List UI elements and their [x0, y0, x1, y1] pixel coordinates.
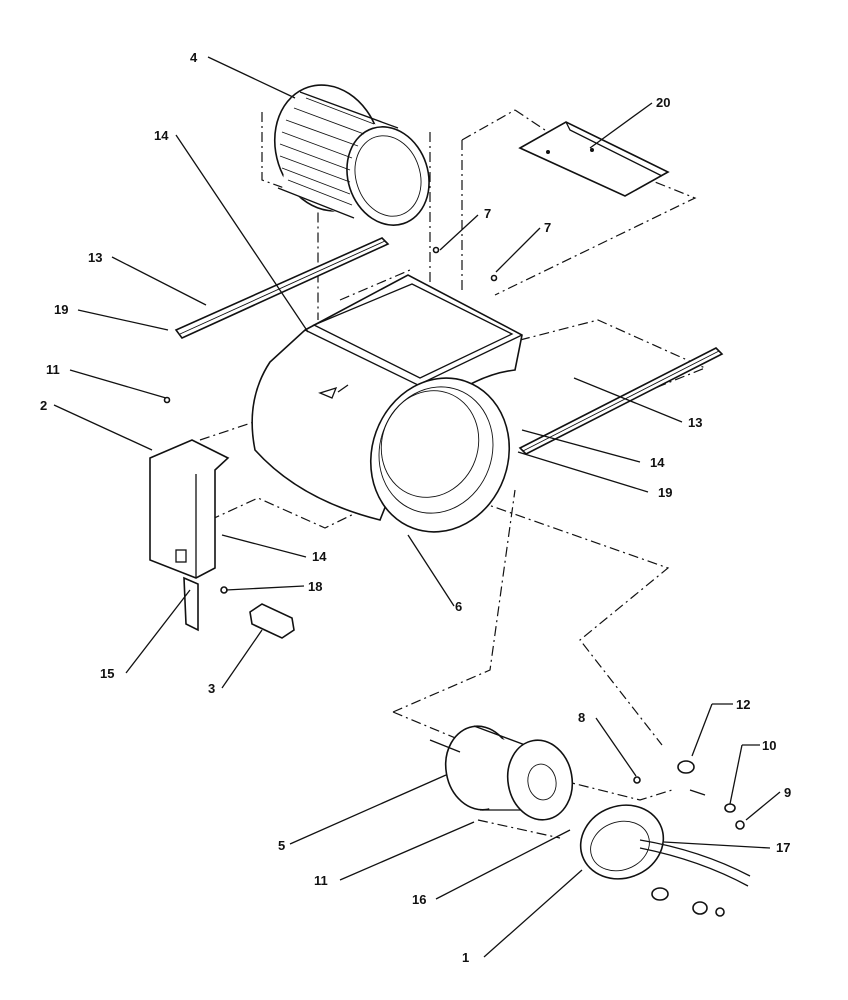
motor-part — [429, 725, 574, 821]
callout-7-right: 7 — [544, 220, 551, 235]
motor-mount-part — [579, 789, 751, 917]
mounting-rail-right — [518, 347, 724, 455]
callout-14-right: 14 — [650, 455, 665, 470]
callout-13-left: 13 — [88, 250, 102, 265]
mounting-rail-left — [174, 237, 390, 339]
callout-20: 20 — [656, 95, 670, 110]
callout-13-right: 13 — [688, 415, 702, 430]
callout-5: 5 — [278, 838, 285, 853]
callout-14-bottom: 14 — [312, 549, 327, 564]
callout-10: 10 — [762, 738, 776, 753]
capacitor-part — [249, 603, 295, 639]
control-bracket-part — [149, 439, 230, 632]
top-plate-part — [518, 121, 670, 197]
callout-11-top: 11 — [46, 362, 60, 377]
hardware-parts — [163, 246, 745, 830]
leader-lines — [53, 56, 781, 958]
callout-19-right: 19 — [658, 485, 672, 500]
callout-14-top: 14 — [154, 128, 169, 143]
callout-9: 9 — [784, 785, 791, 800]
callout-12: 12 — [736, 697, 750, 712]
callout-15: 15 — [100, 666, 114, 681]
callout-17: 17 — [776, 840, 790, 855]
callout-16: 16 — [412, 892, 426, 907]
callout-labels: 4 20 14 7 7 13 19 11 2 13 14 19 14 18 6 … — [40, 50, 791, 965]
blower-housing-part — [251, 274, 523, 533]
callout-18: 18 — [308, 579, 322, 594]
callout-8: 8 — [578, 710, 585, 725]
callout-1: 1 — [462, 950, 469, 965]
callout-3: 3 — [208, 681, 215, 696]
callout-11-bottom: 11 — [314, 873, 328, 888]
callout-4: 4 — [190, 50, 198, 65]
callout-7-left: 7 — [484, 206, 491, 221]
callout-19-left: 19 — [54, 302, 68, 317]
callout-6: 6 — [455, 599, 462, 614]
callout-2: 2 — [40, 398, 47, 413]
blower-wheel-part — [273, 84, 430, 226]
